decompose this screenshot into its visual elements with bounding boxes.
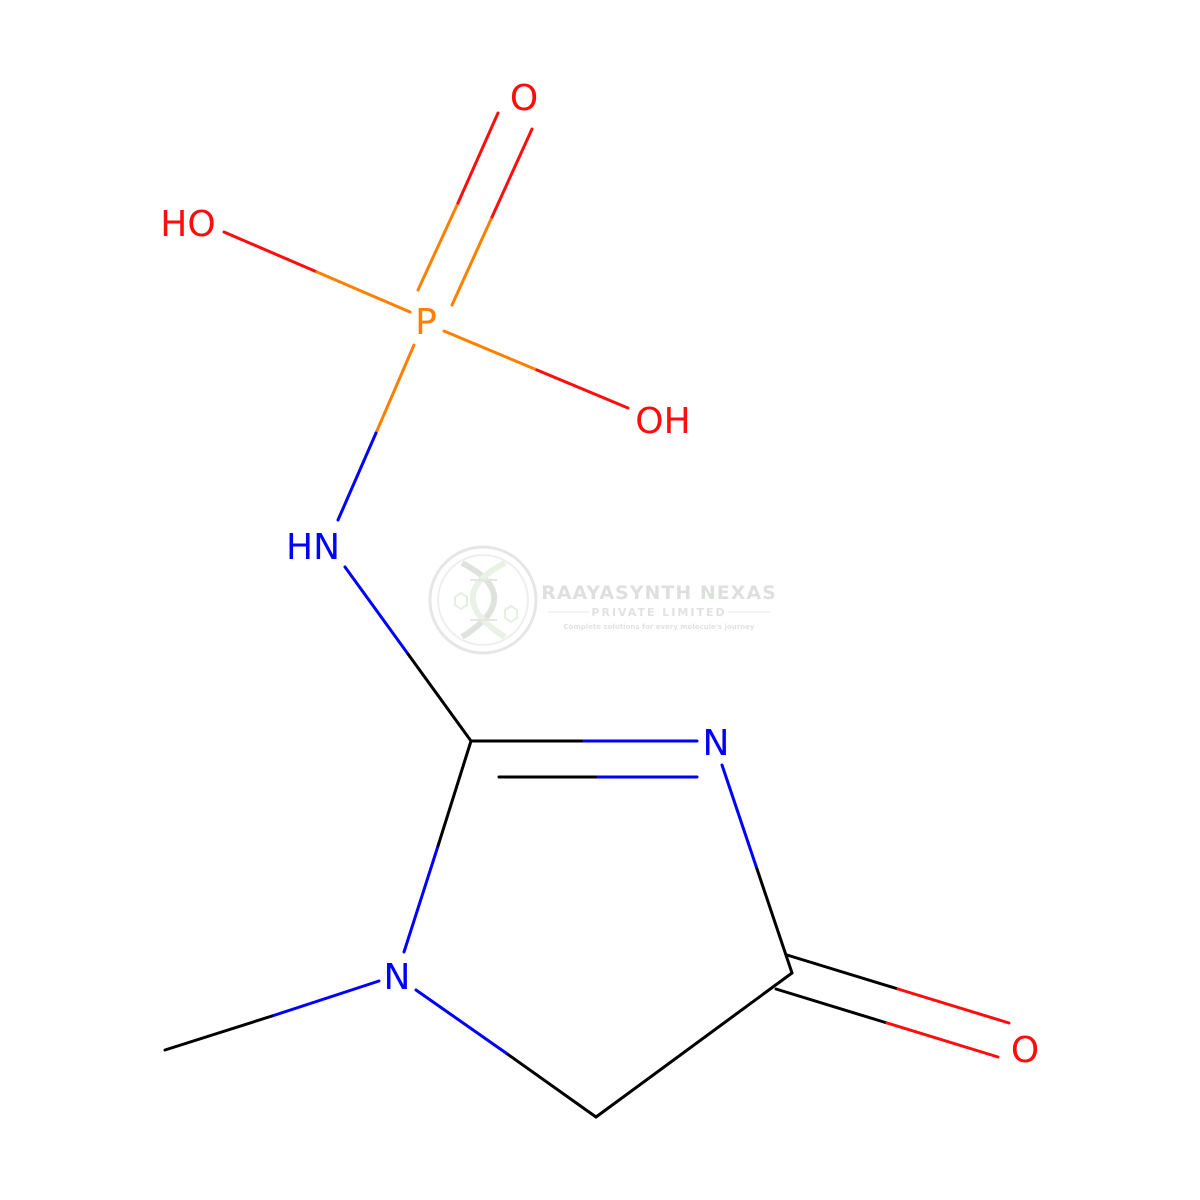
watermark-tagline: Complete solutions for every molecule's … — [564, 623, 755, 631]
atom-hydroxyl-left: HO — [160, 204, 215, 245]
watermark: RAAYASYNTH NEXAS PRIVATE LIMITED Complet… — [428, 545, 777, 655]
atom-oxygen-top: O — [510, 78, 538, 119]
bond-p-oh-right — [442, 329, 630, 410]
atom-labels: O HO P OH HN N N O — [160, 78, 1039, 1071]
bond-c5-n1 — [414, 988, 598, 1119]
watermark-company-name: RAAYASYNTH NEXAS — [541, 582, 777, 604]
bond-c4-c5 — [594, 971, 794, 1119]
bond-p-nh — [336, 343, 416, 522]
bond-n1-methyl — [163, 979, 381, 1052]
bond-n1-c2 — [402, 739, 473, 954]
bond-n3-c4 — [720, 763, 794, 975]
atom-nitrogen-methyl: N — [384, 957, 411, 998]
bond-p-o-double — [416, 111, 534, 307]
atom-oxygen-carbonyl: O — [1011, 1030, 1039, 1071]
bond-p-oh-left — [222, 230, 412, 314]
atom-nitrogen-ring: N — [703, 723, 730, 764]
bond-c4-o-double — [774, 953, 1011, 1059]
atom-phosphorus: P — [415, 302, 437, 343]
atom-hydroxyl-right: OH — [635, 401, 690, 442]
atom-amine-nh: HN — [286, 527, 340, 568]
watermark-company-line2: PRIVATE LIMITED — [591, 606, 726, 619]
watermark-logo-icon — [428, 545, 538, 655]
bond-c2-n3-double — [469, 739, 699, 779]
bond-nh-c2 — [343, 565, 473, 743]
bonds — [163, 111, 1011, 1119]
